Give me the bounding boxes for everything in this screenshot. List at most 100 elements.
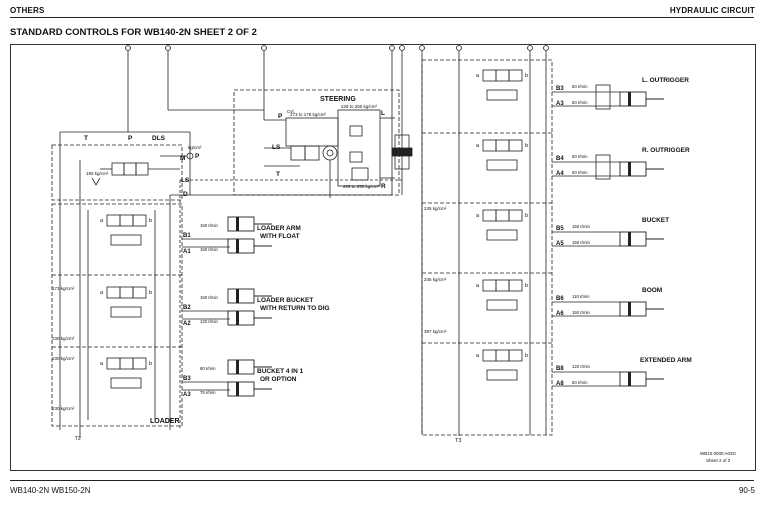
right-section-4-b-label: b xyxy=(525,283,528,289)
ref-line1: WB10 0000 A03G xyxy=(700,451,737,456)
footer-models: WB140-2N WB150-2N xyxy=(10,486,91,495)
right-section-2-block xyxy=(508,139,523,152)
right-section-5-flow-a: 120 ℓ/min xyxy=(572,364,590,369)
left-section-1-check xyxy=(110,234,142,246)
left-section-2-cyl-2-barrel xyxy=(227,310,255,326)
left-section-3-cyl-2-barrel xyxy=(227,381,255,397)
right-section-5-port-a: B8 xyxy=(556,366,564,372)
left-section-1-cyl-2-barrel xyxy=(227,238,255,254)
footer-rule xyxy=(10,480,754,481)
right-section-1-flow-b: 60 ℓ/min xyxy=(572,100,588,105)
left-section-1-flow-b: 150 ℓ/min xyxy=(200,247,218,252)
steer-t-label: T xyxy=(276,171,280,178)
left-section-1-a-label: a xyxy=(100,218,104,224)
left-section-2-name: LOADER BUCKET xyxy=(257,297,313,304)
right-section-4-flow-b: 150 ℓ/min xyxy=(572,310,590,315)
right-section-4-cylinder-piston xyxy=(628,302,631,316)
right-section-3-block xyxy=(482,209,497,222)
header-chapter-label: HYDRAULIC CIRCUIT xyxy=(669,6,755,15)
right-section-2-flow-a: 60 ℓ/min xyxy=(572,154,588,159)
steering-unit xyxy=(233,89,413,198)
left-section-2-block xyxy=(132,286,147,299)
left-section-2-flow-b: 120 ℓ/min xyxy=(200,319,218,324)
port-d-label: D xyxy=(183,191,188,198)
right-section-4-cylinder-barrel xyxy=(619,301,647,317)
right-section-1-lock-valve xyxy=(595,84,611,110)
left-section-3-cyl-1-piston xyxy=(236,360,239,374)
left-section-3-block xyxy=(132,357,147,370)
left-section-3-port-a: B3 xyxy=(183,376,191,382)
right-section-4-a-label: a xyxy=(476,283,480,289)
right-section-3-port-a: B5 xyxy=(556,226,564,232)
left-section-1-port-b: A1 xyxy=(183,249,191,255)
right-section-4-check xyxy=(486,299,518,311)
left-section-3-a-label: a xyxy=(100,361,104,367)
port-p-label: P xyxy=(128,135,133,142)
right-section-5-flow-b: 60 ℓ/min xyxy=(572,380,588,385)
left-section-2-name2: WITH RETURN TO DIG xyxy=(260,305,330,312)
page-title: STANDARD CONTROLS FOR WB140-2N SHEET 2 O… xyxy=(10,27,257,38)
left-section-3-flow-a: 80 ℓ/min xyxy=(200,366,216,371)
steer-cyl-label: Cyl. xyxy=(287,109,295,114)
right-section-3-flow-b: 150 ℓ/min xyxy=(572,240,590,245)
right-section-3-flow-a: 150 ℓ/min xyxy=(572,224,590,229)
left-section-3-block xyxy=(119,357,134,370)
steer-r-label: R xyxy=(381,183,386,190)
right-boom-top-relief: 245 kg/cm² xyxy=(424,277,447,282)
right-section-3-port-b: A5 xyxy=(556,241,564,247)
right-section-3-block xyxy=(495,209,510,222)
right-section-2-cylinder-barrel xyxy=(619,161,647,177)
right-section-3-name: BUCKET xyxy=(642,217,669,224)
left-section-2-flow-a: 150 ℓ/min xyxy=(200,295,218,300)
right-section-3-cylinder-barrel xyxy=(619,231,647,247)
right-section-1-flow-a: 60 ℓ/min xyxy=(572,84,588,89)
left-section-1-block xyxy=(119,214,134,227)
right-section-2-flow-b: 60 ℓ/min xyxy=(572,170,588,175)
right-section-2-b-label: b xyxy=(525,143,528,149)
header-section-label: OTHERS xyxy=(10,6,45,15)
bucket-bottom-relief: 230 kg/cm² xyxy=(52,336,75,341)
right-section-2-cylinder-piston xyxy=(628,162,631,176)
right-section-2-a-label: a xyxy=(476,143,480,149)
supply-lines xyxy=(59,51,547,438)
right-section-3-check xyxy=(486,229,518,241)
left-section-1-block xyxy=(132,214,147,227)
right-section-5-check xyxy=(486,369,518,381)
left-section-3-check xyxy=(110,377,142,389)
right-section-1-cylinder-piston xyxy=(628,92,631,106)
top-connectors xyxy=(125,45,549,51)
gauge-unit-label: kg/cm² xyxy=(188,145,202,150)
right-section-1-b-label: b xyxy=(525,73,528,79)
right-section-2-port-b: A4 xyxy=(556,171,564,177)
right-section-1-cylinder-barrel xyxy=(619,91,647,107)
left-section-3-cyl-2-piston xyxy=(236,382,239,396)
right-section-4-name: BOOM xyxy=(642,287,662,294)
right-section-1-a-label: a xyxy=(476,73,480,79)
left-section-1-b-label: b xyxy=(149,218,152,224)
right-section-5-block xyxy=(482,349,497,362)
steer-l-label: L xyxy=(381,110,385,117)
left-valve-bank xyxy=(51,203,183,427)
port-t-label: T xyxy=(84,135,88,142)
bucket-top-relief: 173 kg/cm² xyxy=(52,286,75,291)
right-valve-bank xyxy=(421,59,553,436)
right-section-1-check xyxy=(486,89,518,101)
steer-p-label: P xyxy=(278,113,283,120)
header-rule xyxy=(10,17,754,18)
left-section-1-name2: WITH FLOAT xyxy=(260,233,300,240)
right-section-2-lock-valve xyxy=(595,154,611,180)
left-section-3-block xyxy=(106,357,121,370)
t2-label: T2 xyxy=(75,436,81,442)
port-dls-label: DLS xyxy=(152,135,166,142)
right-boom-bottom-relief: 397 kg/cm² xyxy=(424,329,447,334)
loader-label: LOADER xyxy=(150,418,180,425)
b4-top-relief: 230 kg/cm² xyxy=(52,356,75,361)
footer-page-number: 90-5 xyxy=(738,486,755,495)
right-section-1-port-a: B3 xyxy=(556,86,564,92)
port-ls-label: LS xyxy=(181,177,190,184)
right-section-2-check xyxy=(486,159,518,171)
right-section-1-block xyxy=(495,69,510,82)
right-section-5-cylinder-piston xyxy=(628,372,631,386)
right-section-1-port-b: A3 xyxy=(556,101,564,107)
